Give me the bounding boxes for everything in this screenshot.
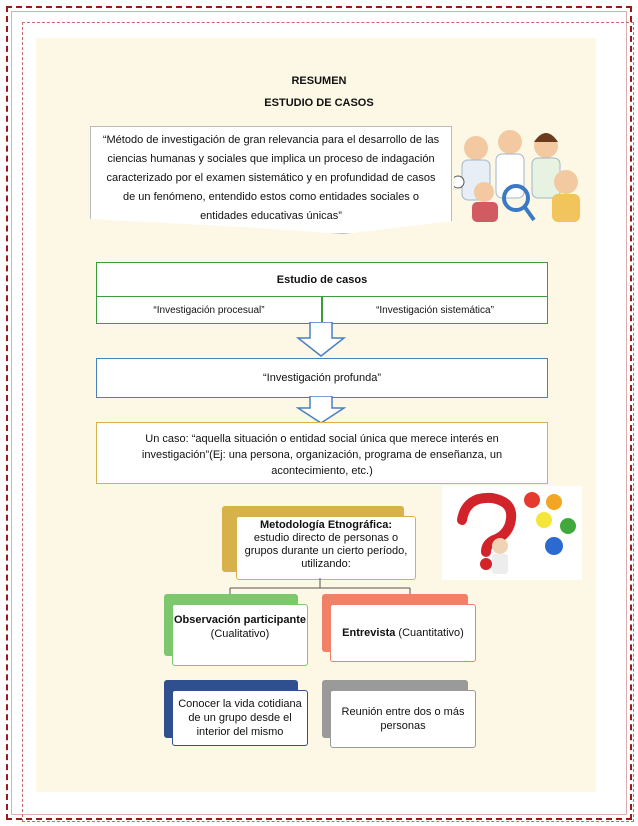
down-arrow-icon: [296, 322, 346, 358]
caso-text: Un caso: “aquella situación o entidad so…: [97, 423, 547, 487]
entrevista-title: Entrevista: [342, 627, 395, 639]
observacion-desc: Conocer la vida cotidiana de un grupo de…: [173, 697, 307, 739]
page-subtitle: ESTUDIO DE CASOS: [0, 97, 638, 109]
sistematica-box: “Investigación sistemática”: [322, 296, 548, 324]
observacion-title: Observación participante: [173, 613, 307, 627]
page-title: RESUMEN: [0, 75, 638, 87]
procesual-label: “Investigación procesual”: [97, 297, 321, 325]
sistematica-label: “Investigación sistemática”: [323, 297, 547, 325]
question-mark-bulbs-illustration-icon: [442, 486, 582, 580]
profunda-box: “Investigación profunda”: [96, 358, 548, 398]
down-arrow-icon: [296, 396, 346, 424]
metodologia-body: estudio directo de personas o grupos dur…: [237, 532, 415, 571]
observacion-sub: (Cualitativo): [173, 627, 307, 641]
metodologia-title: Metodología Etnográfica:: [237, 519, 415, 532]
observacion-desc-card: Conocer la vida cotidiana de un grupo de…: [172, 690, 308, 746]
entrevista-sub: (Cuantitativo): [398, 627, 463, 639]
definition-quote: “Método de investigación de gran relevan…: [90, 126, 452, 234]
entrevista-desc: Reunión entre dos o más personas: [331, 705, 475, 733]
caso-box: Un caso: “aquella situación o entidad so…: [96, 422, 548, 484]
procesual-box: “Investigación procesual”: [96, 296, 322, 324]
observacion-card: Observación participante (Cualitativo): [172, 604, 308, 666]
metodologia-card: Metodología Etnográfica: estudio directo…: [236, 516, 416, 580]
entrevista-desc-card: Reunión entre dos o más personas: [330, 690, 476, 748]
estudio-casos-box: Estudio de casos: [96, 262, 548, 298]
entrevista-card: Entrevista (Cuantitativo): [330, 604, 476, 662]
doctors-illustration-icon: [454, 122, 582, 224]
profunda-label: “Investigación profunda”: [97, 359, 547, 397]
estudio-casos-title: Estudio de casos: [97, 263, 547, 297]
